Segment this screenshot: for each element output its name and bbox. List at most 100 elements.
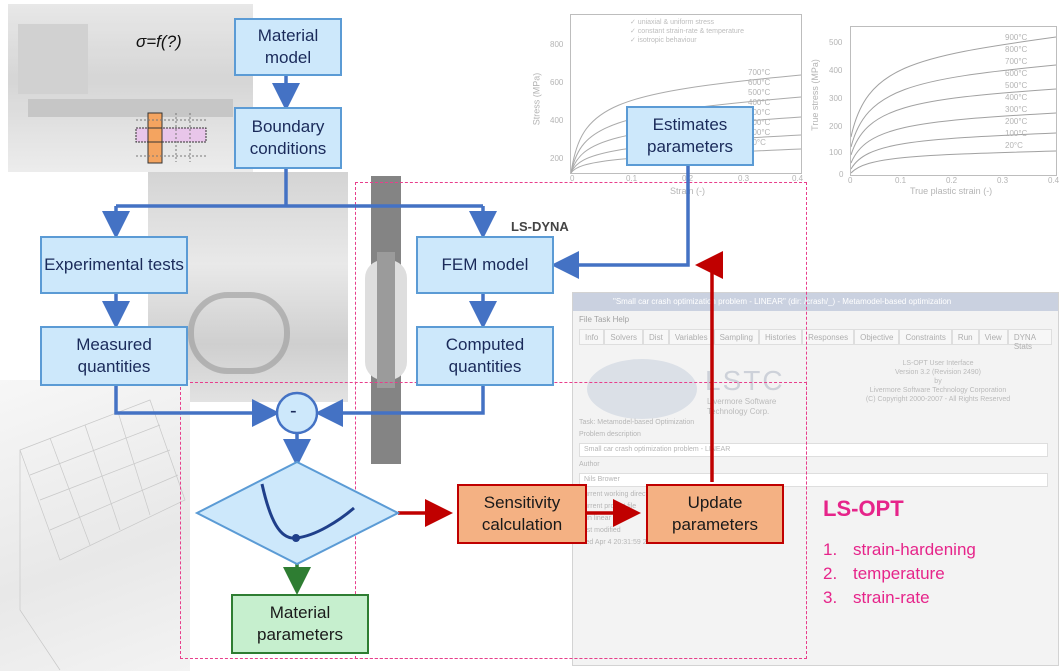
feature-text: strain-hardening xyxy=(853,540,976,559)
graph-right-ytick: 400 xyxy=(829,66,843,75)
problem-value: Small car crash optimization problem - L… xyxy=(584,446,731,453)
graph-right-ytick: 100 xyxy=(829,148,843,157)
graph-right-ytick: 0 xyxy=(839,170,844,179)
graph-right-xtick: 0.4 xyxy=(1048,176,1060,185)
lstc-logo-subtitle: Livermore Software Technology Corp. xyxy=(707,397,776,417)
boundary-grid-icon xyxy=(135,112,207,164)
logo-sub: Livermore Software xyxy=(707,397,777,406)
computed-quantities-box: Computed quantities xyxy=(416,326,554,386)
window-tab: Dist xyxy=(643,329,669,345)
window-menubar: File Task Help xyxy=(579,315,630,324)
minimum-point-icon xyxy=(292,534,300,542)
legend-entry: 500°C xyxy=(748,88,771,97)
arrow-comp-to-minus xyxy=(315,382,485,427)
arrow-update-to-fem xyxy=(695,251,723,482)
graph-right-curves xyxy=(850,36,1057,174)
note: ✓ uniaxial & uniform stress xyxy=(630,19,715,26)
feature-text: temperature xyxy=(853,564,945,583)
graph-right-legend: 900°C 800°C 700°C 600°C 500°C 400°C 300°… xyxy=(1005,32,1027,152)
info-line: Current working directory xyxy=(579,491,658,498)
problem-label: Problem description xyxy=(579,431,641,438)
author-label: Author xyxy=(579,461,600,468)
window-tab: DYNA Stats xyxy=(1007,329,1052,351)
window-tab: Sampling xyxy=(713,329,759,345)
graph-left-ytick: 200 xyxy=(550,154,564,163)
background-ls-opt-window: "Small car crash optimization problem - … xyxy=(572,292,1059,666)
ls-dyna-label: LS-DYNA xyxy=(511,219,569,234)
minus-node-label: - xyxy=(290,400,297,422)
feature-text: strain-rate xyxy=(853,588,930,607)
window-tab: Objective xyxy=(854,329,900,345)
lstc-logo-text: LSTC xyxy=(705,365,785,396)
window-title: "Small car crash optimization problem - … xyxy=(613,297,952,306)
graph-right-ytick: 500 xyxy=(829,38,843,47)
legend-entry: 700°C xyxy=(748,68,771,77)
graph-left-ytick: 600 xyxy=(550,78,564,87)
info-line: Run linear xyxy=(579,515,611,522)
ls-opt-feature-list: 1. strain-hardening 2. temperature 3. strai… xyxy=(823,540,976,612)
graph-right-xtick: 0.2 xyxy=(946,176,958,185)
legend-entry: 600°C xyxy=(748,78,771,87)
graph-right-xlabel: True plastic strain (-) xyxy=(910,186,993,196)
background-graph-right: 500 400 300 200 100 0 0 0.1 0.2 0.3 0.4 … xyxy=(810,20,1060,200)
arrow-estimates-to-fem xyxy=(551,162,690,279)
graph-right-xtick: 0 xyxy=(848,176,853,185)
legend-entry: 900°C xyxy=(1005,33,1028,42)
estimates-parameters-box: Estimates parameters xyxy=(626,106,754,166)
legend-entry: 600°C xyxy=(1005,69,1028,78)
version-line: (C) Copyright 2000-2007 - All Rights Res… xyxy=(865,396,1011,403)
author-value: Nils Brower xyxy=(584,476,620,483)
info-line: Wed Apr 4 20:31:59 2007 xyxy=(579,539,659,546)
fem-model-box: FEM model xyxy=(416,236,554,294)
graph-left-legend: 700°C 600°C 500°C 400°C 300°C 200°C 100°… xyxy=(748,68,770,148)
update-parameters-box: Update parameters xyxy=(646,484,784,544)
boundary-conditions-box: Boundary conditions xyxy=(234,107,342,169)
task-line: Task: Metamodel-based Optimization xyxy=(579,419,695,426)
background-surface-plot xyxy=(0,380,190,671)
graph-left-xtick: 0 xyxy=(570,174,575,183)
graph-right-xtick: 0.1 xyxy=(895,176,907,185)
material-parameters-box: Material parameters xyxy=(231,594,369,654)
graph-right-plot-area xyxy=(850,26,1057,176)
window-titlebar: "Small car crash optimization problem - … xyxy=(573,293,1058,311)
photo-rod xyxy=(28,99,233,117)
graph-left-ytick: 400 xyxy=(550,116,564,125)
ls-opt-label: LS-OPT xyxy=(823,496,904,521)
legend-entry: 20°C xyxy=(1005,141,1023,150)
feature-number: 3. xyxy=(823,588,838,607)
legend-entry: 300°C xyxy=(748,108,771,117)
version-line: Version 3.2 (Revision 2490) xyxy=(895,369,981,376)
author-field: Nils Brower xyxy=(579,473,1048,487)
legend-entry: 700°C xyxy=(1005,57,1028,66)
legend-entry: 300°C xyxy=(1005,105,1028,114)
window-tab: Run xyxy=(951,329,979,345)
window-tab: Histories xyxy=(758,329,803,345)
graph-left-notes: ✓ uniaxial & uniform stress ✓ constant s… xyxy=(630,18,744,45)
legend-entry: 400°C xyxy=(1005,93,1028,102)
feature-item: 3. strain-rate xyxy=(823,588,976,608)
feature-number: 1. xyxy=(823,540,838,559)
legend-entry: 800°C xyxy=(1005,45,1028,54)
version-info: LS-OPT User Interface Version 3.2 (Revis… xyxy=(843,359,1033,404)
surface-mesh xyxy=(19,399,186,671)
legend-entry: 200°C xyxy=(748,118,771,127)
info-line: Last modified xyxy=(579,527,621,534)
graph-right-ytick: 200 xyxy=(829,122,843,131)
legend-entry: 400°C xyxy=(748,98,771,107)
feature-number: 2. xyxy=(823,564,838,583)
minus-node-circle xyxy=(275,391,319,435)
graph-left-ytick: 800 xyxy=(550,40,564,49)
optimization-diamond xyxy=(194,460,401,566)
feature-item: 2. temperature xyxy=(823,564,976,584)
arrow-meas-to-minus xyxy=(114,382,280,427)
window-tab: Responses xyxy=(802,329,855,345)
version-line: LS-OPT User Interface xyxy=(902,360,974,367)
material-model-box: Material model xyxy=(234,18,342,76)
legend-entry: 500°C xyxy=(1005,81,1028,90)
lstc-globe-logo xyxy=(587,359,697,419)
graph-left-xtick: 0.4 xyxy=(792,174,804,183)
sigma-formula-label: σ=f(?) xyxy=(136,32,182,51)
graph-left-xtick: 0.3 xyxy=(738,174,750,183)
sensitivity-calculation-box: Sensitivity calculation xyxy=(457,484,587,544)
